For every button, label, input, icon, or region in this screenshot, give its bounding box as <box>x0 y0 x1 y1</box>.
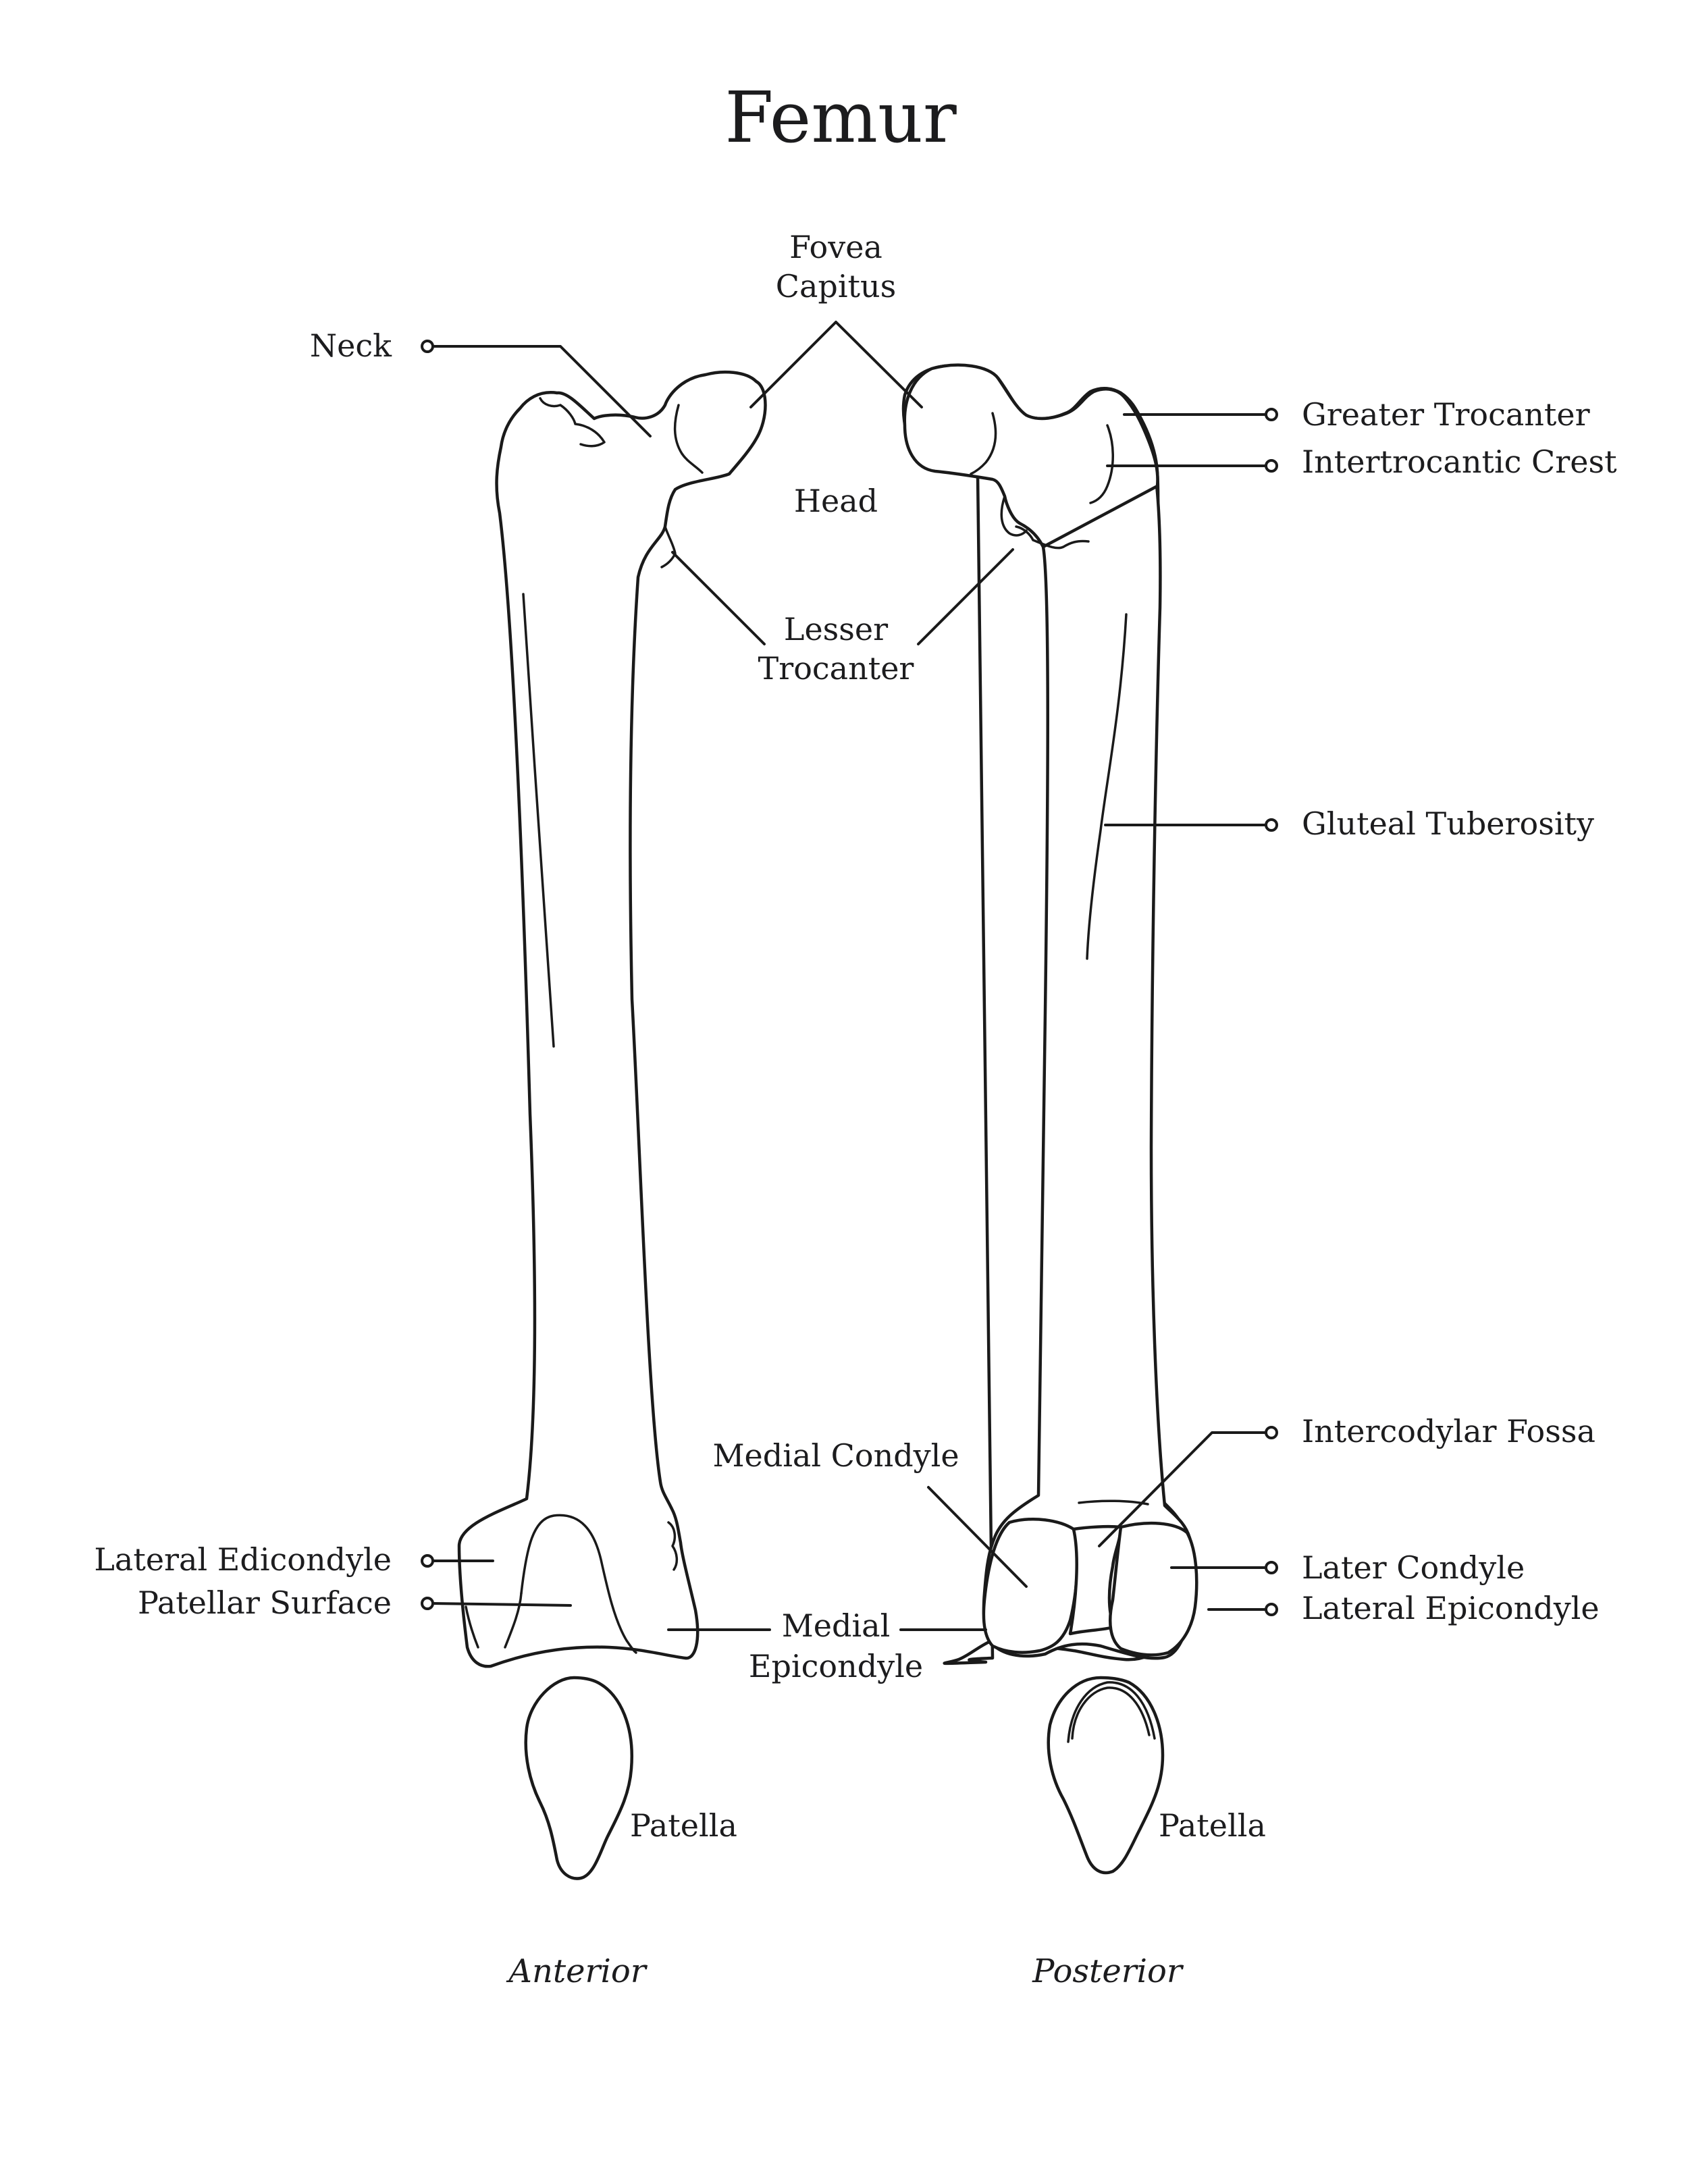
anterior-femur-outline <box>457 370 767 1668</box>
dot-gluteal-tuberosity <box>1265 818 1278 832</box>
label-patella-posterior: Patella <box>1159 1807 1266 1844</box>
dot-lateral-epicondyle <box>1265 1603 1278 1616</box>
leader-medial-condyle <box>927 1486 1028 1588</box>
label-lateral-epicondyle: Lateral Epicondyle <box>1302 1590 1600 1626</box>
label-greater-trocanter: Greater Trocanter <box>1302 396 1590 433</box>
posterior-head-detail <box>970 412 997 475</box>
anterior-head-detail <box>673 404 704 474</box>
posterior-patella-inner <box>1071 1686 1151 1740</box>
label-medial-epicondyle-line2: Epicondyle <box>749 1648 923 1684</box>
leader-patellar-surface <box>431 1602 572 1607</box>
leader-intercodylar-fossa <box>1098 1431 1267 1547</box>
label-lesser-trocanter-line1: Lesser <box>784 611 888 647</box>
posterior-distal-body <box>982 467 1194 1660</box>
posterior-lesser-trochanter-detail <box>1000 495 1090 550</box>
label-lateral-edicondyle: Lateral Edicondyle <box>94 1541 392 1578</box>
anterior-lateral-condyle-edge <box>465 1605 479 1649</box>
view-label-posterior: Posterior <box>1032 1952 1184 1990</box>
anterior-patellar-inner <box>504 1592 523 1649</box>
anterior-shaft-line <box>522 593 555 1048</box>
posterior-femur <box>901 363 1194 1666</box>
dot-lateral-edicondyle <box>421 1554 434 1568</box>
label-later-condyle: Later Condyle <box>1302 1549 1525 1586</box>
leader-fovea-capitus <box>749 321 923 408</box>
label-medial-condyle: Medial Condyle <box>712 1437 959 1474</box>
posterior-lateral-condyle <box>1108 1521 1198 1657</box>
label-intercodylar-fossa: Intercodylar Fossa <box>1302 1413 1595 1449</box>
label-head: Head <box>794 483 878 519</box>
anterior-patellar-groove <box>520 1514 637 1654</box>
label-neck: Neck <box>310 327 392 364</box>
anterior-distal-bumps <box>667 1521 679 1571</box>
label-medial-epicondyle-line1: Medial <box>782 1607 891 1644</box>
label-patellar-surface: Patellar Surface <box>138 1584 392 1621</box>
leader-neck <box>431 345 652 437</box>
dot-neck <box>421 340 434 353</box>
posterior-medial-condyle <box>982 1518 1079 1654</box>
anterior-femur <box>457 370 767 1668</box>
label-intertrocantic-crest: Intertrocantic Crest <box>1302 444 1617 480</box>
label-fovea-capitus-line2: Capitus <box>776 268 897 304</box>
posterior-patella-inner-2 <box>1067 1681 1156 1743</box>
dot-intertrocantic-crest <box>1265 459 1278 473</box>
label-gluteal-tuberosity: Gluteal Tuberosity <box>1302 805 1594 842</box>
dot-intercodylar-fossa <box>1265 1426 1278 1439</box>
leader-lesser-trocanter-right <box>917 548 1014 645</box>
leader-lesser-trocanter-left <box>671 551 766 645</box>
dot-later-condyle <box>1265 1561 1278 1574</box>
dot-patellar-surface <box>421 1597 434 1610</box>
anterior-patella <box>524 1676 633 1880</box>
view-label-anterior: Anterior <box>506 1952 648 1990</box>
anterior-trochanter-detail <box>539 397 606 448</box>
dot-greater-trocanter <box>1265 408 1278 421</box>
posterior-patella <box>1047 1676 1165 1875</box>
label-fovea-capitus-line1: Fovea <box>789 229 882 265</box>
label-patella-anterior: Patella <box>630 1807 737 1844</box>
posterior-gluteal-line <box>1086 613 1128 960</box>
label-lesser-trocanter-line2: Trocanter <box>758 650 914 687</box>
posterior-intertrochanteric-crest <box>1089 424 1114 504</box>
diagram-title: Femur <box>724 76 957 159</box>
